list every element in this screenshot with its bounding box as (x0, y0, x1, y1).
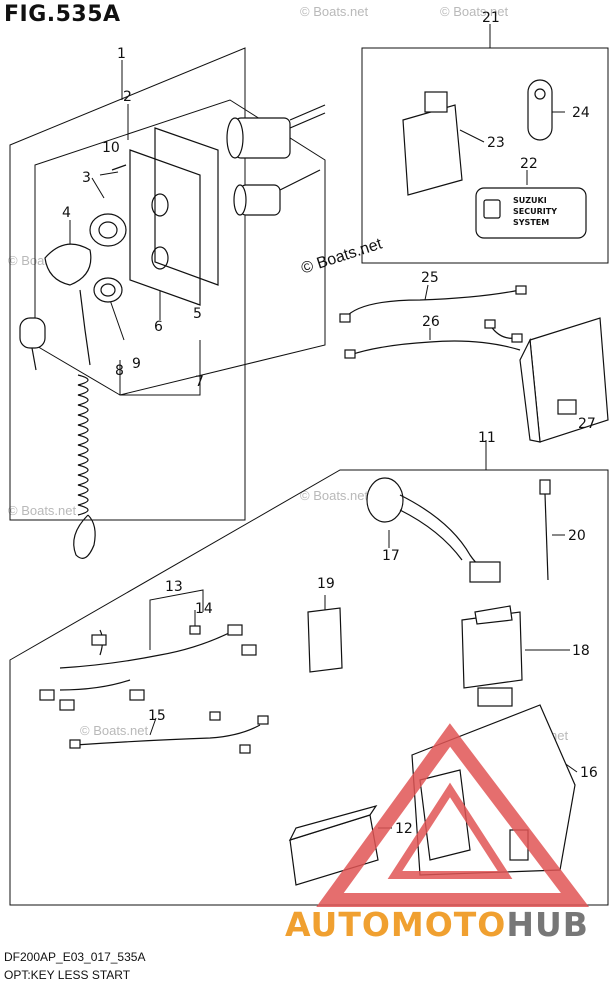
security-components (402, 79, 587, 239)
part-number-20: 20 (568, 528, 586, 544)
harness-15 (69, 711, 269, 754)
brand-part2: HUB (506, 905, 589, 944)
part-number-13: 13 (165, 579, 183, 595)
part-number-18: 18 (572, 643, 590, 659)
part-number-8: 8 (115, 363, 124, 379)
security-label-line2: SECURITY (513, 207, 557, 216)
part-number-17: 17 (382, 548, 400, 564)
brand-part1: AUTOMOTO (285, 905, 507, 944)
group-box-21 (361, 47, 609, 264)
part-number-26: 26 (422, 314, 440, 330)
leader-lines (69, 24, 587, 829)
hub-logo-triangle (316, 723, 590, 907)
part-number-10: 10 (102, 140, 120, 156)
part-number-19: 19 (317, 576, 335, 592)
sheet-19 (307, 607, 343, 673)
footer-subtitle: OPT:KEY LESS START (4, 968, 131, 982)
tray-12 (288, 804, 379, 886)
part-number-3: 3 (82, 170, 91, 186)
watermark: © Boats.net (8, 503, 77, 518)
part-number-12: 12 (395, 821, 413, 837)
automotohub-logo: AUTOMOTOHUB (285, 905, 589, 944)
part-number-23: 23 (487, 135, 505, 151)
part-number-5: 5 (193, 306, 202, 322)
part-number-22: 22 (520, 156, 538, 172)
footer-code: DF200AP_E03_017_535A (4, 950, 146, 964)
watermark: © Boats.net (300, 488, 369, 503)
part-number-16: 16 (580, 765, 598, 781)
part-number-1: 1 (117, 46, 126, 62)
security-label-line1: SUZUKI (513, 196, 547, 205)
part-number-9: 9 (132, 356, 141, 372)
harness-25-26 (339, 285, 527, 359)
cable-tie-20 (539, 479, 551, 581)
sensor-17 (366, 477, 501, 583)
part-number-4: 4 (62, 205, 71, 221)
part-number-14: 14 (195, 601, 213, 617)
part-number-21: 21 (482, 10, 500, 26)
figure-title: FIG.535A (4, 2, 121, 27)
security-label-line3: SYSTEM (513, 218, 549, 227)
part-number-labels: 1 2 3 4 5 6 7 8 9 10 11 12 13 14 15 16 1… (62, 10, 598, 837)
part-number-24: 24 (572, 105, 590, 121)
part-18 (461, 605, 523, 707)
part-number-27: 27 (578, 416, 596, 432)
part-number-6: 6 (154, 319, 163, 335)
part-number-25: 25 (421, 270, 439, 286)
group-box-1 (9, 47, 246, 521)
watermark: © Boats.net (440, 4, 509, 19)
part-number-15: 15 (148, 708, 166, 724)
bracket-13 (149, 589, 204, 650)
watermark: © Boats.net (80, 723, 149, 738)
harness-13 (39, 624, 257, 711)
part-number-2: 2 (123, 89, 132, 105)
group-box-11 (9, 469, 609, 906)
part-number-7: 7 (195, 374, 204, 390)
watermark: © Boats.net (300, 4, 369, 19)
part-number-11: 11 (478, 430, 496, 446)
switch-assembly (19, 104, 326, 559)
ecu-27 (519, 317, 609, 443)
